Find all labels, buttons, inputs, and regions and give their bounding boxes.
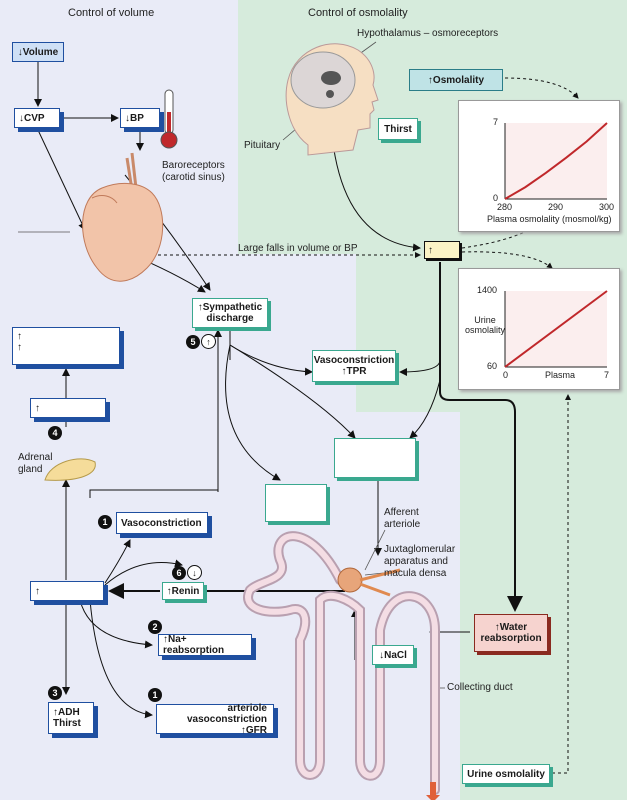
water-reabsorption-box: ↑Water reabsorption xyxy=(474,614,548,652)
nacl-box: ↓NaCl xyxy=(372,645,414,665)
osmolality-box: ↑Osmolality xyxy=(409,69,503,91)
osmolality-title: Control of osmolality xyxy=(308,7,408,19)
bp-box: ↓BP xyxy=(120,108,160,128)
pituitary-label: Pituitary xyxy=(244,140,281,151)
chart2-xtick-1: 0 xyxy=(503,370,509,380)
chart1-xtick-2: 290 xyxy=(548,202,564,212)
step-5-marker: 5 xyxy=(186,335,200,349)
chart1-ytick-bottom: 0 xyxy=(493,193,499,203)
step-2-marker: 2 xyxy=(148,620,162,634)
step-3-marker: 3 xyxy=(48,686,62,700)
chart2-ytick-top: 1400 xyxy=(477,285,498,295)
afferent-arteriole-label: Afferent arteriole xyxy=(384,507,421,530)
aldosterone-box-line1: ↑ xyxy=(17,331,22,342)
juxtaglomerular-label: Juxtaglomerular apparatus and macula den… xyxy=(384,544,456,579)
chart2-xlabel: Plasma xyxy=(545,370,576,380)
nephron-illustration xyxy=(243,531,440,800)
chart2-ytick-bottom: 60 xyxy=(487,361,498,371)
aldosterone-box: ↑ ↑ xyxy=(12,327,120,365)
baroreceptors-label: Baroreceptors (carotid sinus) xyxy=(162,160,225,183)
thirst-box: Thirst xyxy=(378,118,418,140)
vasoconstriction-tpr-box: Vasoconstriction ↑TPR xyxy=(312,350,396,382)
chart2-series-line xyxy=(504,290,608,368)
chart2-xtick-2: 7 xyxy=(604,370,610,380)
step-1-marker-b: 1 xyxy=(148,688,162,702)
hypothalamus-label: Hypothalamus – osmoreceptors xyxy=(357,28,499,39)
adh-thirst-box: ↑ADH Thirst xyxy=(48,702,94,734)
chart2-ylabel: Urine osmolality xyxy=(465,315,506,335)
step-6-marker: 6 xyxy=(172,566,186,580)
angiotensin-box: ↑ xyxy=(30,581,104,601)
sympathetic-discharge-box: ↑Sympathetic discharge xyxy=(192,298,268,328)
arteriole-gfr-box: arteriole vasoconstriction ↑GFR xyxy=(156,703,274,736)
na-reabsorption-box: ↑Na+ reabsorption xyxy=(158,634,252,656)
chart1-xtick-1: 280 xyxy=(497,202,513,212)
urine-osmolality-chart: 1400 60 Urine osmolality 0 7 Plasma xyxy=(458,268,620,390)
chart1-series-line xyxy=(504,122,608,200)
adrenal-output-box: ↑ xyxy=(30,398,106,418)
vasoconstriction-box: Vasoconstriction xyxy=(116,512,208,534)
large-falls-label: Large falls in volume or BP xyxy=(238,243,358,254)
empty-green-box-1 xyxy=(334,438,416,478)
step-6-arrow: ↓ xyxy=(187,565,202,580)
adh-osmolality-chart: 7 0 280 290 300 Plasma osmolality (mosmo… xyxy=(458,100,620,232)
empty-green-box-2 xyxy=(265,484,327,522)
volume-title: Control of volume xyxy=(68,7,155,19)
adrenal-gland-label: Adrenal gland xyxy=(18,452,53,475)
adh-release-box: ↑ xyxy=(424,241,460,259)
step-1-marker-a: 1 xyxy=(98,515,112,529)
collecting-duct-label: Collecting duct xyxy=(447,682,513,693)
cvp-box: ↓CVP xyxy=(14,108,60,128)
chart1-xtick-3: 300 xyxy=(599,202,615,212)
adrenal-gland-illustration xyxy=(44,458,96,481)
chart1-xlabel: Plasma osmolality (mosmol/kg) xyxy=(487,214,612,224)
aldosterone-box-line2: ↑ xyxy=(17,342,22,353)
heart-illustration xyxy=(82,152,164,282)
head-illustration xyxy=(285,43,379,156)
chart1-ytick-top: 7 xyxy=(493,117,499,127)
step-4-marker: 4 xyxy=(48,426,62,440)
renin-box: ↑Renin xyxy=(162,582,204,600)
thermometer-icon xyxy=(160,89,178,149)
volume-box: ↓Volume xyxy=(12,42,64,62)
step-5-arrow: ↑ xyxy=(201,334,216,349)
urine-osmolality-box: Urine osmolality xyxy=(462,764,550,784)
